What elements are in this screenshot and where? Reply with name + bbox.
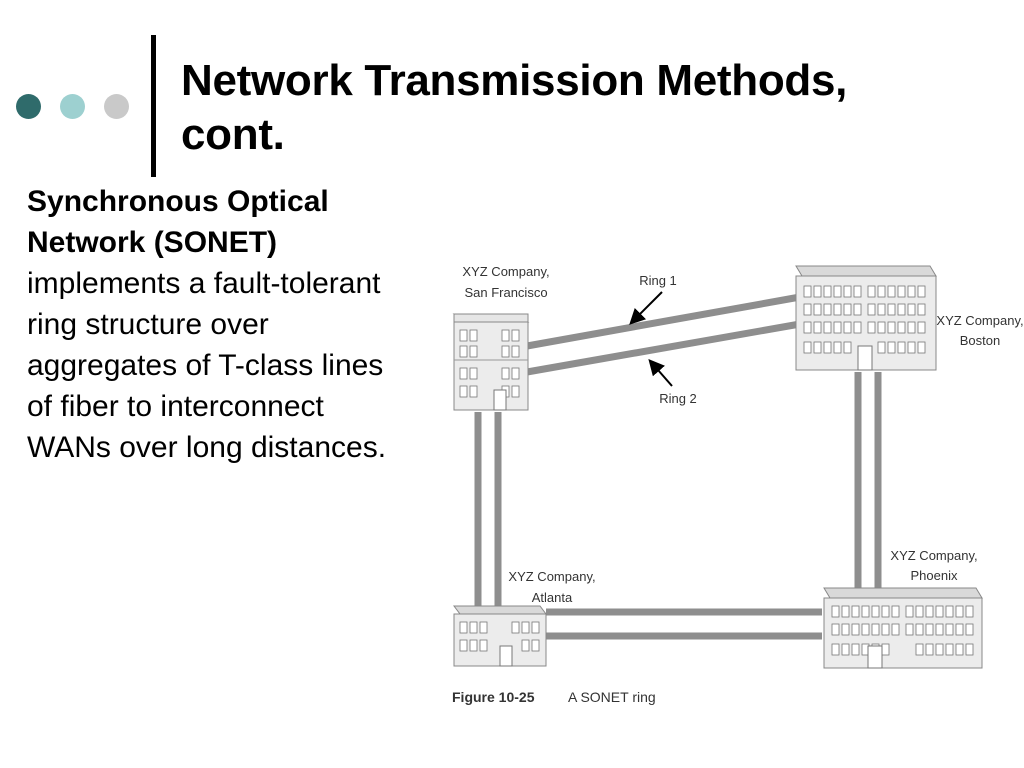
ring2-arrow xyxy=(648,358,673,387)
title-divider xyxy=(151,35,156,177)
ring-cables xyxy=(474,293,882,640)
slide-body: Synchronous Optical Network (SONET) impl… xyxy=(27,181,412,468)
label-sf-line1: XYZ Company, xyxy=(462,264,549,279)
ring1-label: Ring 1 xyxy=(639,273,677,288)
cable-sf-boston-ring2 xyxy=(526,320,801,376)
building-phoenix xyxy=(823,587,983,669)
dot-gray xyxy=(104,94,129,119)
building-atlanta xyxy=(453,605,547,667)
label-sf-line2: San Francisco xyxy=(464,285,547,300)
label-atlanta-line2: Atlanta xyxy=(532,590,573,605)
ring1-arrow xyxy=(629,291,663,325)
label-phoenix-line1: XYZ Company, xyxy=(890,548,977,563)
sonet-ring-svg: XYZ Company, San Francisco XYZ Company, … xyxy=(452,264,1024,705)
ring2-label: Ring 2 xyxy=(659,391,697,406)
body-term: Synchronous Optical Network (SONET) xyxy=(27,185,329,259)
dot-dark xyxy=(16,94,41,119)
slide-title: Network Transmission Methods, cont. xyxy=(181,54,981,162)
label-boston-line1: XYZ Company, xyxy=(936,313,1023,328)
body-description: implements a fault-tolerant ring structu… xyxy=(27,267,387,464)
figure-caption: A SONET ring xyxy=(568,689,656,705)
building-boston xyxy=(795,265,937,371)
decorative-dots xyxy=(16,94,136,120)
label-phoenix-line2: Phoenix xyxy=(911,568,958,583)
dot-light xyxy=(60,94,85,119)
label-atlanta-line1: XYZ Company, xyxy=(508,569,595,584)
sonet-ring-diagram: XYZ Company, San Francisco XYZ Company, … xyxy=(440,250,1024,720)
label-boston-line2: Boston xyxy=(960,333,1000,348)
title-line-2: cont. xyxy=(181,110,285,159)
building-san-francisco xyxy=(452,313,530,411)
cable-sf-boston-ring1 xyxy=(526,293,801,350)
title-line-1: Network Transmission Methods, xyxy=(181,56,848,105)
figure-number: Figure 10-25 xyxy=(452,689,535,705)
